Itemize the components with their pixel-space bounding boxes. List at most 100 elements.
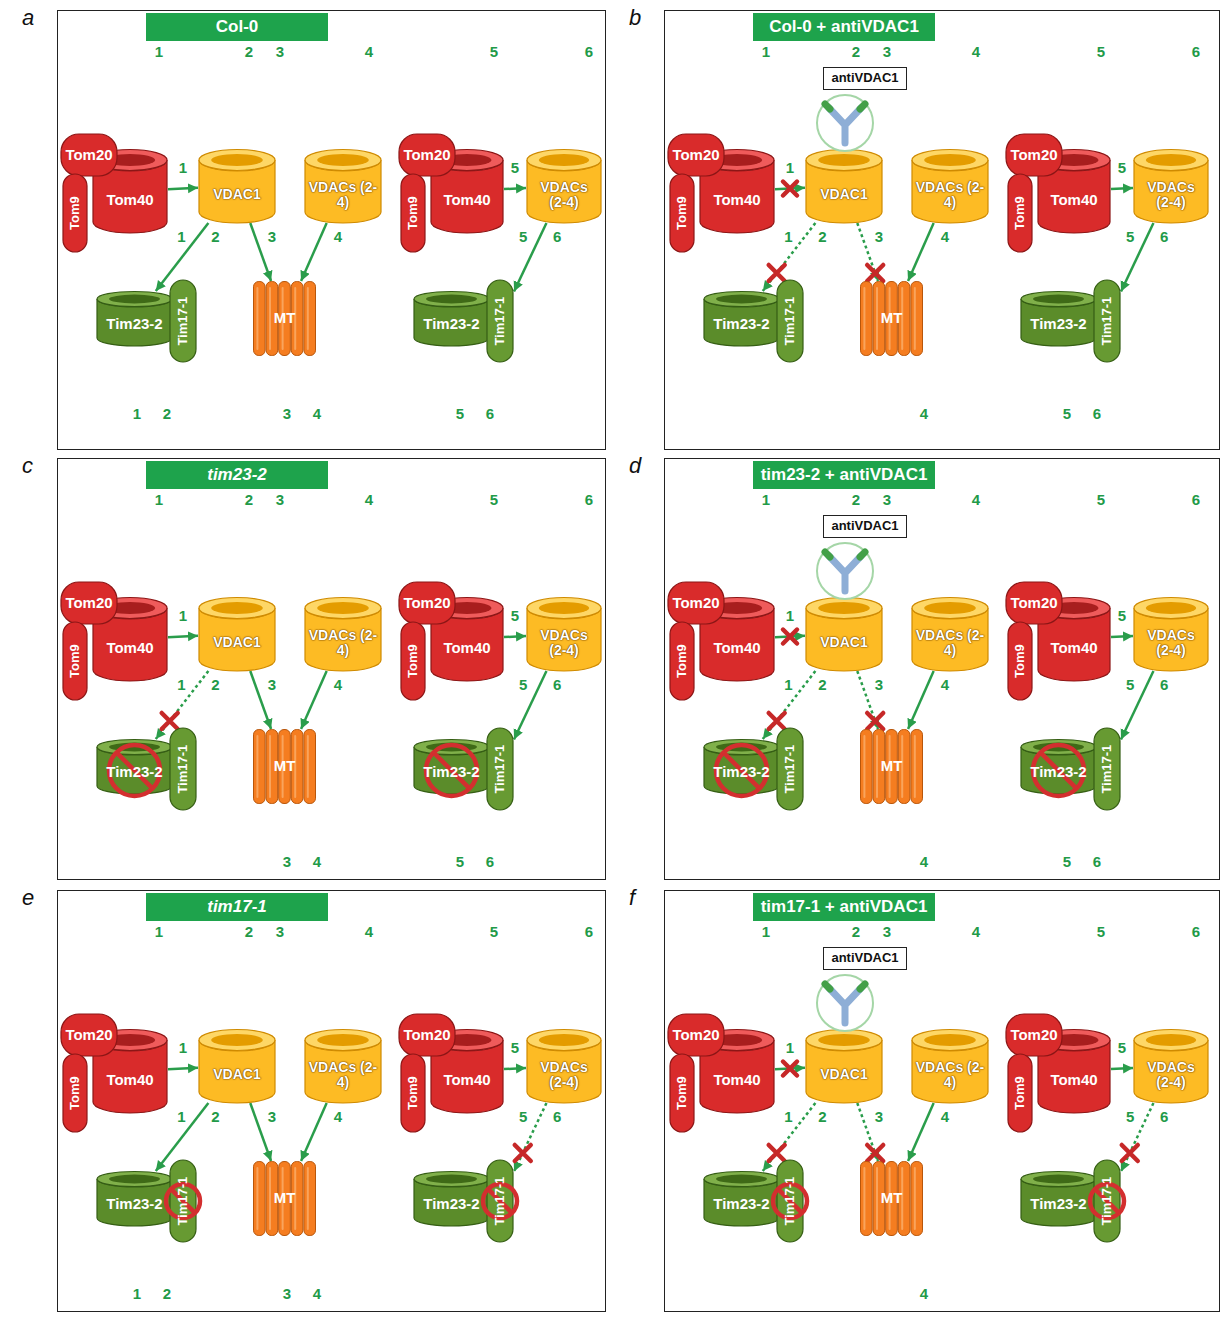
dna-rung	[472, 80, 480, 84]
callout-number: 3	[283, 406, 291, 421]
callout-number: 3	[883, 924, 891, 939]
dna-rung	[139, 75, 147, 79]
dna-rung	[545, 1010, 553, 1014]
dna-rung	[1181, 512, 1189, 516]
protein-shape	[399, 1014, 455, 1056]
dna-rung	[210, 567, 218, 571]
vdac-channel: VDACs (2-4)	[526, 149, 602, 223]
dna-rung	[349, 75, 357, 79]
node-text: Tom20	[1010, 147, 1057, 164]
dna-rung	[574, 512, 582, 516]
dna-rung	[299, 401, 307, 405]
dna-rung	[1060, 364, 1068, 368]
dna-rung	[234, 944, 242, 948]
mt-subunit	[861, 1162, 873, 1236]
dna-rung	[954, 80, 962, 84]
panel-title: tim23-2 + antiVDAC1	[753, 461, 935, 489]
tim17-protein: Tim17-1	[169, 1159, 197, 1243]
import-route	[1111, 1068, 1133, 1069]
dna-rung	[1162, 108, 1170, 112]
dna-rung	[250, 97, 258, 101]
dna-rung	[1083, 69, 1091, 73]
callout-number: 5	[1118, 607, 1126, 622]
dna-strand	[103, 1243, 133, 1288]
dna-rung	[1169, 92, 1177, 96]
dna-rung	[1030, 364, 1038, 368]
import-route	[1111, 188, 1133, 189]
dna-rung	[734, 103, 742, 107]
title-box	[146, 13, 328, 41]
import-arrow	[1100, 1008, 1110, 1016]
dna-rung	[439, 396, 447, 400]
dna-rung	[729, 562, 737, 566]
mt-subunit	[254, 1162, 266, 1236]
mt-highlight	[876, 736, 878, 797]
dna-rung	[1157, 567, 1165, 571]
dna-rung	[286, 374, 294, 378]
channel-top	[912, 598, 988, 619]
channel-top	[97, 1172, 172, 1187]
dna-rung	[746, 955, 754, 959]
panel-letter: a	[22, 5, 34, 31]
dna-rung	[337, 103, 345, 107]
callout-number: 1	[155, 492, 163, 507]
callout-number: 6	[553, 677, 561, 692]
protein-shape	[170, 1160, 196, 1242]
dna-rung	[266, 396, 274, 400]
callout-number: 5	[519, 1109, 527, 1124]
dna-rung	[239, 1005, 247, 1009]
callout-number: 5	[1097, 44, 1105, 59]
dna-rung	[895, 1260, 903, 1264]
dna-rung	[954, 528, 962, 532]
dna-rung	[887, 812, 895, 816]
import-arrow	[493, 1008, 503, 1016]
dna-rung	[476, 517, 484, 521]
dna-rung	[335, 556, 343, 560]
node-text: Tom20	[1010, 595, 1057, 612]
panel-letter: b	[629, 5, 641, 31]
dna-rung	[294, 838, 302, 842]
dna-rung	[1074, 540, 1082, 544]
dna-rung	[283, 369, 291, 373]
protein-shape	[170, 728, 196, 810]
import-arrow	[158, 1008, 168, 1016]
tom9-protein: Tom9	[1007, 621, 1033, 701]
dna-rung	[956, 75, 964, 79]
dna-rung	[294, 390, 302, 394]
dna-rung	[1076, 844, 1084, 848]
dna-rung	[339, 545, 347, 549]
mt-highlight	[269, 736, 271, 797]
vdac-channel: VDACs (2-4)	[911, 1029, 989, 1103]
dna-strand	[1056, 943, 1091, 1011]
mt-subunit	[911, 1162, 923, 1236]
dna-strand	[423, 811, 451, 862]
vdac1-channel: VDAC1	[198, 149, 276, 223]
dna-rung	[472, 849, 480, 853]
dna-rung	[895, 828, 903, 832]
dna-rung	[291, 385, 299, 389]
channel-top	[806, 1030, 882, 1051]
node-text: VDAC1	[213, 1067, 260, 1082]
dna-rung	[459, 374, 467, 378]
dna-rung	[1062, 119, 1070, 123]
node-text: Tom9	[68, 196, 82, 230]
node-text: Tom20	[672, 595, 719, 612]
dna-rung	[475, 855, 483, 859]
vdac-channel: VDACs (2-4)	[1133, 597, 1209, 671]
dna-rung	[146, 1276, 154, 1280]
dna-strand	[724, 63, 760, 135]
dna-rung	[1076, 534, 1084, 538]
dna-rung	[727, 119, 735, 123]
callout-number: 6	[553, 1109, 561, 1124]
callout-number: 5	[1118, 159, 1126, 174]
callout-number: 2	[245, 924, 253, 939]
import-route	[1111, 636, 1133, 637]
channel-pore	[1050, 1034, 1099, 1046]
dna-rung	[339, 977, 347, 981]
dna-rung	[1162, 988, 1170, 992]
dna-rung	[215, 108, 223, 112]
node-text: MT	[881, 758, 903, 775]
dna-rung	[212, 994, 220, 998]
mt-subunit	[304, 730, 316, 804]
dna-rung	[550, 119, 558, 123]
